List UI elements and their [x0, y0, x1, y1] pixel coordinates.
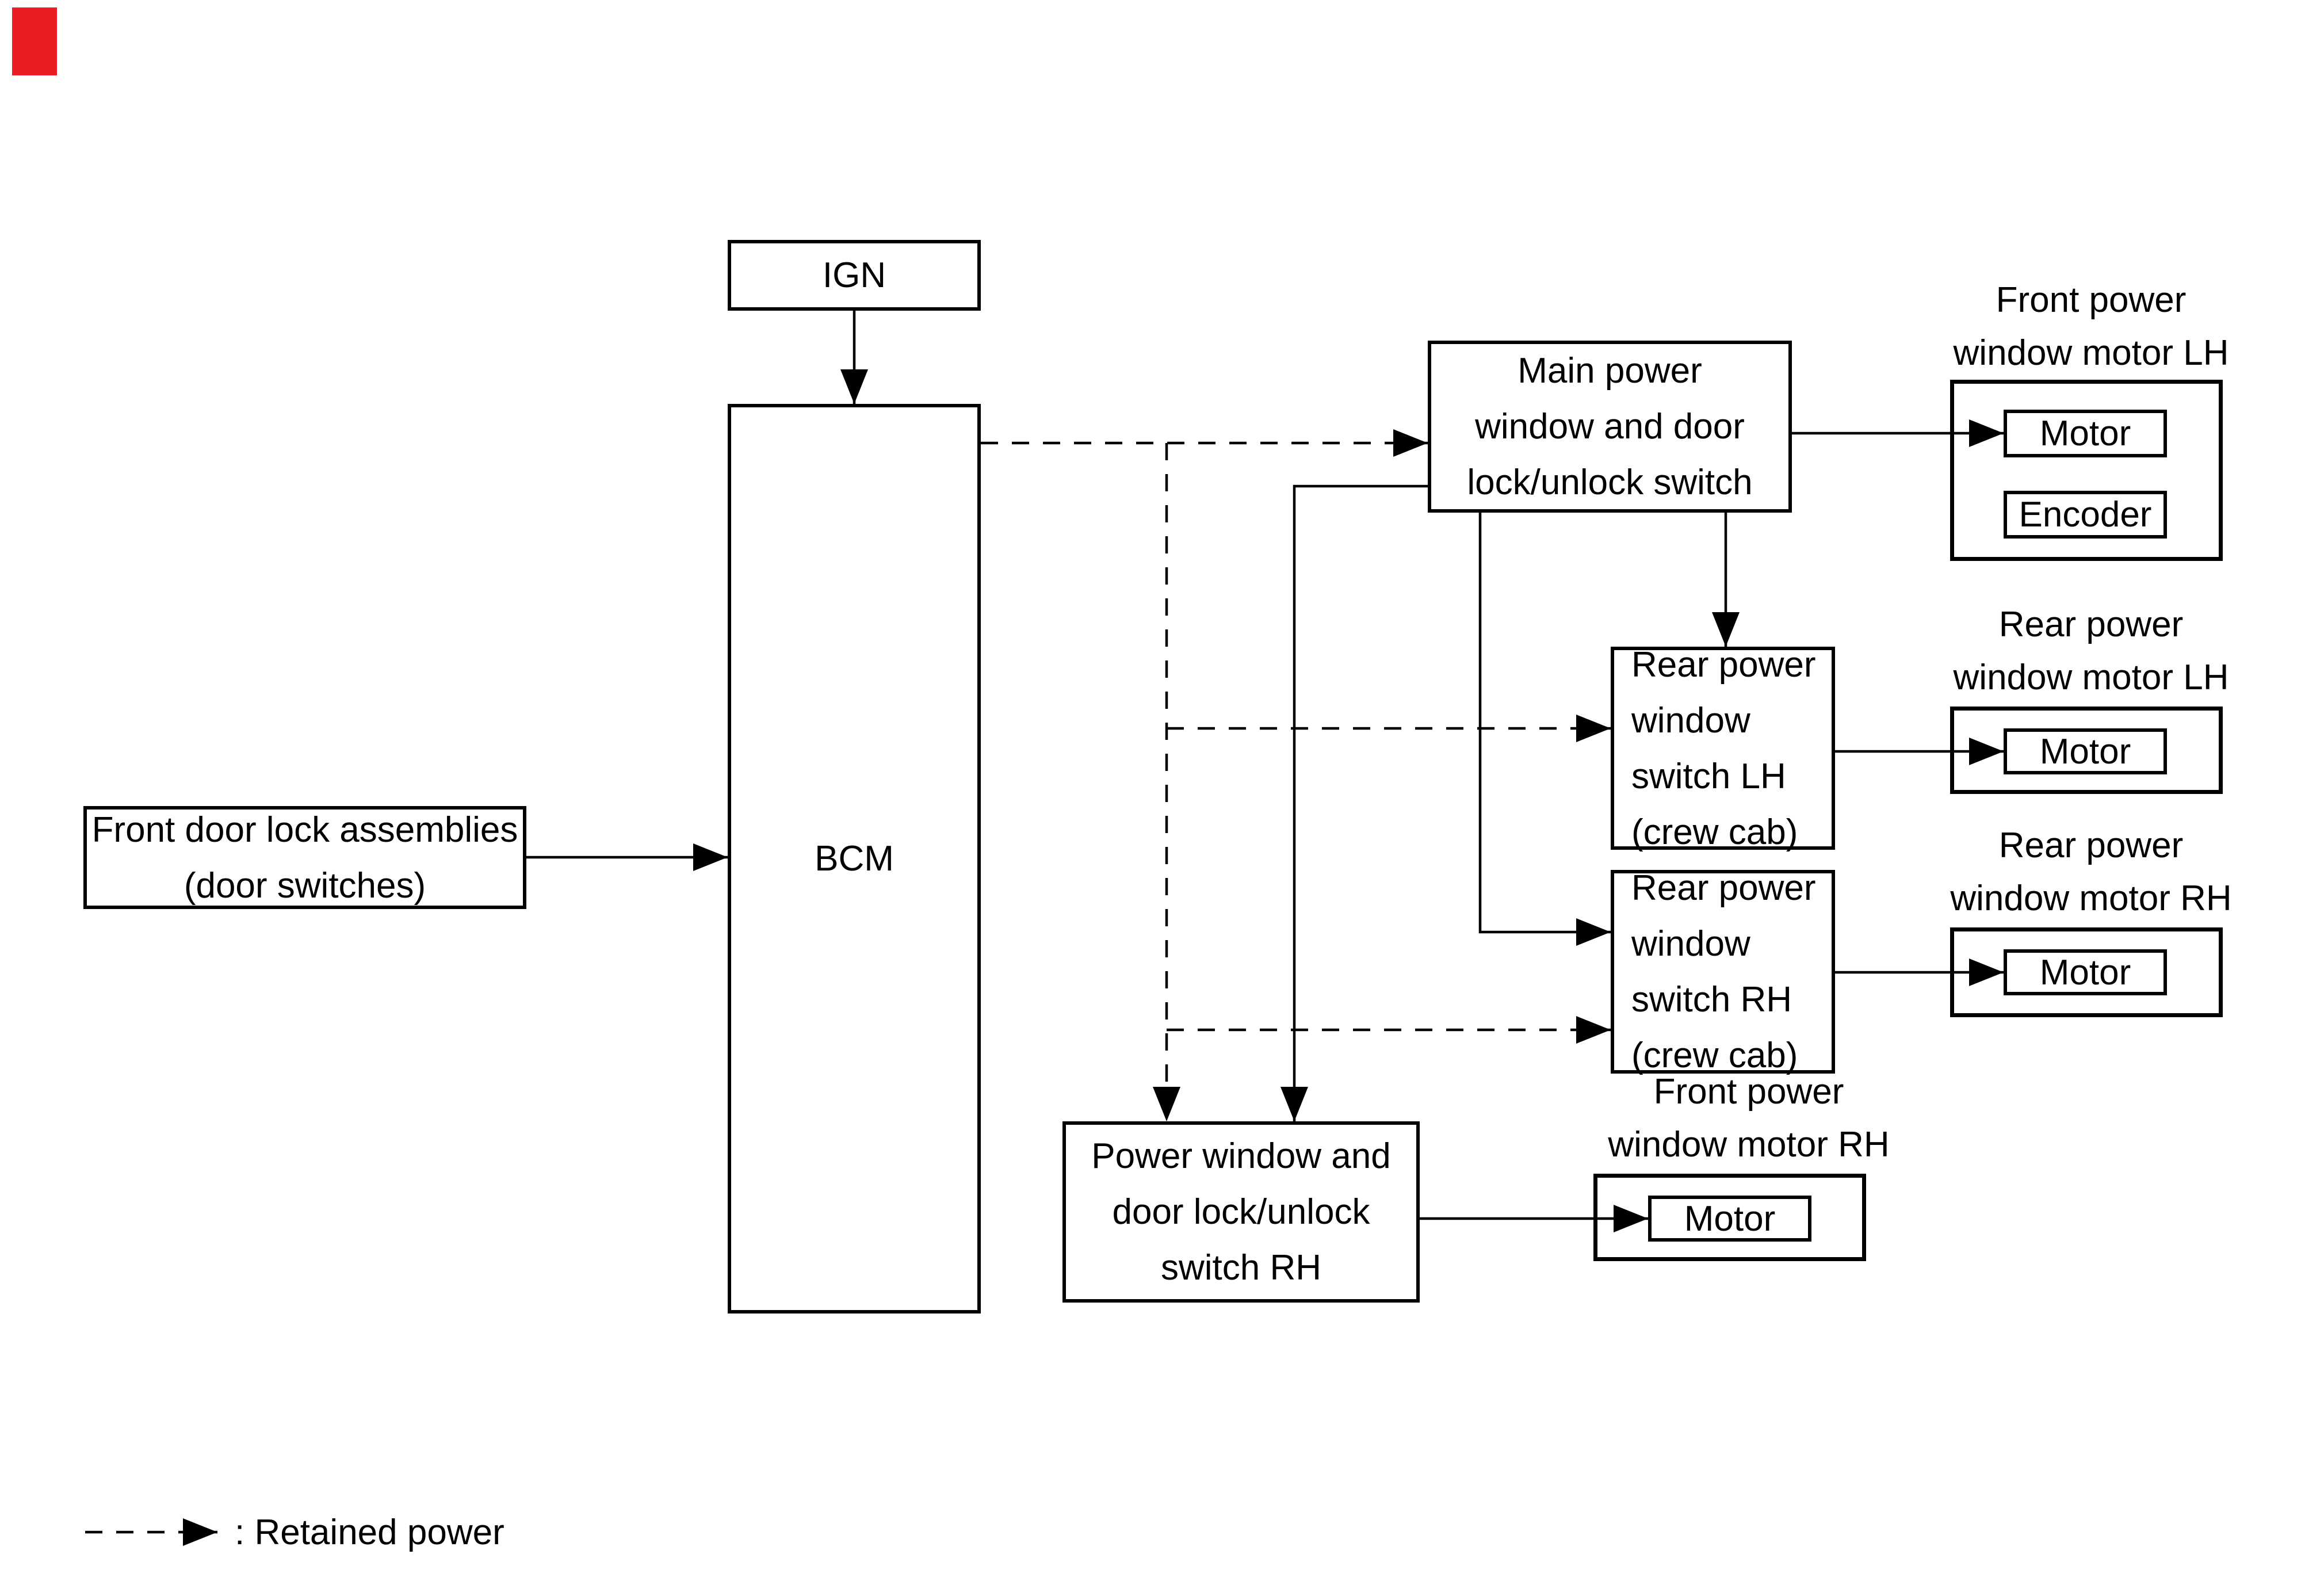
rear-switch-lh-box: Rear power window switch LH (crew cab) [1611, 645, 1835, 852]
bcm-label: BCM [815, 839, 894, 879]
rear-switch-lh-line: Rear power [1631, 644, 1816, 685]
rear-switch-rh-box: Rear power window switch RH (crew cab) [1611, 868, 1835, 1075]
rear-motor-lh-label: Rear power window motor LH [1921, 600, 2261, 703]
retained-power-legend-label: : Retained power [235, 1512, 504, 1552]
pw-switch-rh-box: Power window and door lock/unlock switch… [1062, 1121, 1420, 1303]
main-switch-box: Main power window and door lock/unlock s… [1428, 341, 1792, 513]
motor-label: Motor [2039, 952, 2131, 992]
conn-main-switch-rear-switch-rh [1478, 513, 1611, 946]
front-motor-lh-motor-box: Motor [2004, 410, 2167, 457]
motor-label: Motor [1684, 1198, 1776, 1239]
main-switch-line: Main power [1518, 351, 1702, 391]
main-switch-line: window and door [1475, 407, 1745, 446]
front-motor-rh-label-line: window motor RH [1608, 1125, 1890, 1164]
red-marker-rect [12, 7, 57, 75]
rear-motor-rh-label-line: Rear power [1998, 826, 2184, 865]
pw-switch-rh-line: Power window and [1091, 1136, 1391, 1176]
front-motor-lh-label: Front power window motor LH [1921, 275, 2261, 379]
rear-motor-rh-motor-box: Motor [2004, 949, 2167, 995]
main-switch-line: lock/unlock switch [1467, 463, 1753, 502]
red-marker [12, 7, 57, 75]
front-door-lock-line: Front door lock assemblies [91, 809, 518, 850]
ign-box: IGN [728, 240, 981, 311]
front-motor-lh-label-line: Front power [1996, 280, 2187, 320]
rear-switch-rh-line: window [1631, 924, 1750, 964]
rear-motor-rh-label-line: window motor RH [1950, 879, 2232, 918]
bcm-box: BCM [728, 404, 981, 1313]
rear-switch-lh-line: (crew cab) [1631, 812, 1798, 852]
rear-switch-rh-line: (crew cab) [1631, 1036, 1798, 1075]
motor-label: Motor [2039, 731, 2131, 772]
encoder-label: Encoder [2019, 495, 2152, 534]
front-door-lock-line: (door switches) [184, 865, 426, 906]
motor-label: Motor [2039, 414, 2131, 453]
front-motor-lh-label-line: window motor LH [1953, 333, 2229, 373]
front-motor-rh-label: Front power window motor RH [1579, 1067, 1918, 1170]
rear-motor-rh-label: Rear power window motor RH [1921, 820, 2261, 924]
pw-switch-rh-line: switch RH [1160, 1248, 1322, 1288]
ign-label: IGN [822, 255, 886, 295]
rear-motor-lh-motor-box: Motor [2004, 728, 2167, 774]
front-motor-lh-encoder-box: Encoder [2004, 491, 2167, 539]
front-door-lock-box: Front door lock assemblies (door switche… [83, 806, 526, 909]
rear-motor-lh-label-line: window motor LH [1953, 658, 2229, 697]
front-motor-rh-motor-box: Motor [1648, 1196, 1811, 1242]
rear-switch-lh-line: window [1631, 700, 1750, 740]
rear-switch-rh-line: Rear power [1631, 868, 1816, 908]
pw-switch-rh-line: door lock/unlock [1112, 1192, 1370, 1232]
legend: : Retained power [235, 1505, 504, 1559]
rear-switch-rh-line: switch RH [1631, 980, 1792, 1019]
conn-main-switch-pw-switch-rh [1281, 484, 1428, 1121]
rear-switch-lh-line: switch LH [1631, 756, 1786, 796]
front-motor-rh-label-line: Front power [1653, 1072, 1844, 1112]
rear-motor-lh-label-line: Rear power [1998, 605, 2184, 644]
